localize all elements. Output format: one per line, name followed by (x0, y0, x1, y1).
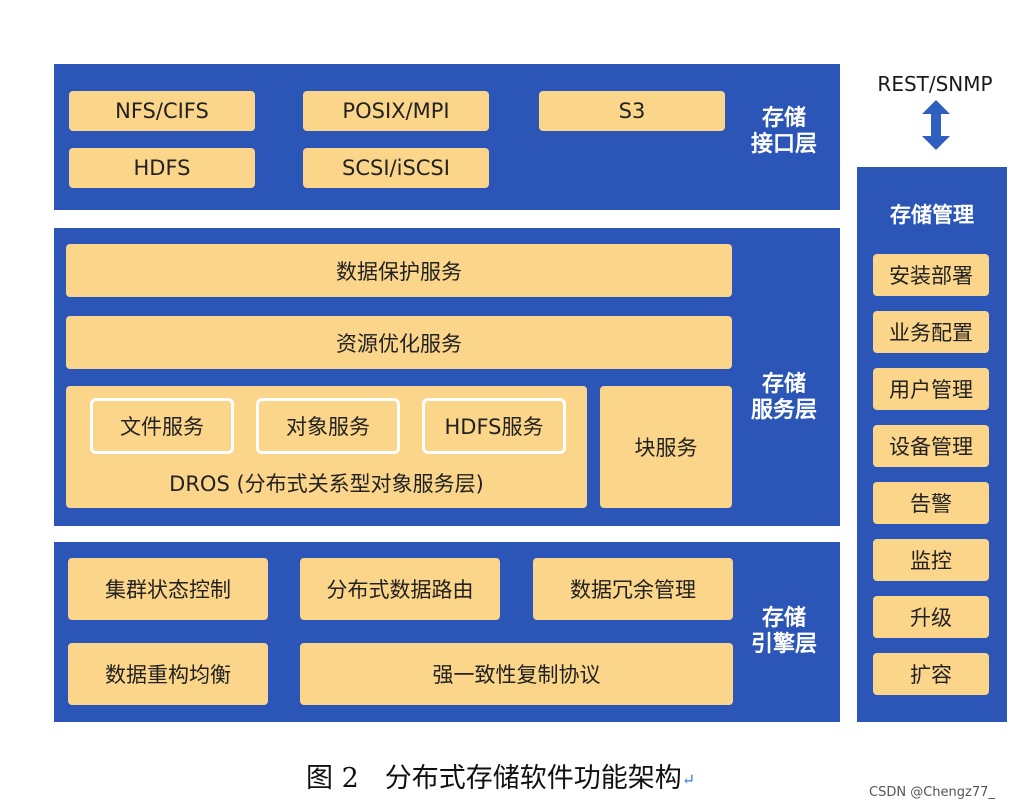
management-panel: 存储管理 安装部署 业务配置 用户管理 设备管理 告警 监控 升级 扩容 (857, 167, 1007, 722)
strong-consistency-replication: 强一致性复制协议 (300, 643, 733, 705)
cluster-state-control: 集群状态控制 (68, 558, 268, 620)
hdfs-service: HDFS服务 (422, 398, 566, 454)
data-redundancy-management: 数据冗余管理 (533, 558, 733, 620)
engine-layer-panel: 集群状态控制 分布式数据路由 数据冗余管理 数据重构均衡 强一致性复制协议 存储… (54, 542, 840, 722)
engine-layer-label: 存储 引擎层 (750, 606, 817, 657)
interface-item-posix-mpi: POSIX/MPI (303, 91, 489, 131)
mgmt-service-config: 业务配置 (873, 311, 989, 353)
mgmt-upgrade: 升级 (873, 596, 989, 638)
mgmt-device-management: 设备管理 (873, 425, 989, 467)
figure-number: 图 2 (306, 763, 359, 794)
distributed-data-routing: 分布式数据路由 (300, 558, 500, 620)
data-protection-service: 数据保护服务 (66, 244, 732, 297)
figure-title: 分布式存储软件功能架构 (384, 763, 682, 794)
mgmt-alarm: 告警 (873, 482, 989, 524)
interface-item-hdfs: HDFS (69, 148, 255, 188)
service-layer-label: 存储 服务层 (750, 372, 817, 423)
object-service: 对象服务 (256, 398, 400, 454)
interface-layer-panel: NFS/CIFS POSIX/MPI S3 HDFS SCSI/iSCSI 存储… (54, 64, 840, 210)
block-service: 块服务 (600, 386, 732, 508)
return-mark: ↵ (681, 770, 696, 789)
data-rebuild-balancing: 数据重构均衡 (68, 643, 268, 705)
management-title: 存储管理 (890, 203, 974, 227)
file-service: 文件服务 (90, 398, 234, 454)
watermark: CSDN @Chengz77_ (869, 785, 995, 800)
interface-item-scsi-iscsi: SCSI/iSCSI (303, 148, 489, 188)
rest-snmp-label: REST/SNMP (877, 72, 993, 96)
resource-optimization-service: 资源优化服务 (66, 316, 732, 369)
service-layer-panel: 数据保护服务 资源优化服务 文件服务 对象服务 HDFS服务 DROS (分布式… (54, 228, 840, 526)
interface-item-nfs-cifs: NFS/CIFS (69, 91, 255, 131)
dros-caption: DROS (分布式关系型对象服务层) (169, 472, 484, 496)
mgmt-monitor: 监控 (873, 539, 989, 581)
mgmt-expand: 扩容 (873, 653, 989, 695)
interface-layer-label: 存储 接口层 (750, 106, 817, 157)
mgmt-user-management: 用户管理 (873, 368, 989, 410)
interface-item-s3: S3 (539, 91, 725, 131)
mgmt-install-deploy: 安装部署 (873, 254, 989, 296)
double-arrow-icon (922, 100, 950, 150)
figure-caption: 图 2 分布式存储软件功能架构↵ (306, 756, 695, 795)
dros-layer: 文件服务 对象服务 HDFS服务 DROS (分布式关系型对象服务层) (66, 386, 587, 508)
